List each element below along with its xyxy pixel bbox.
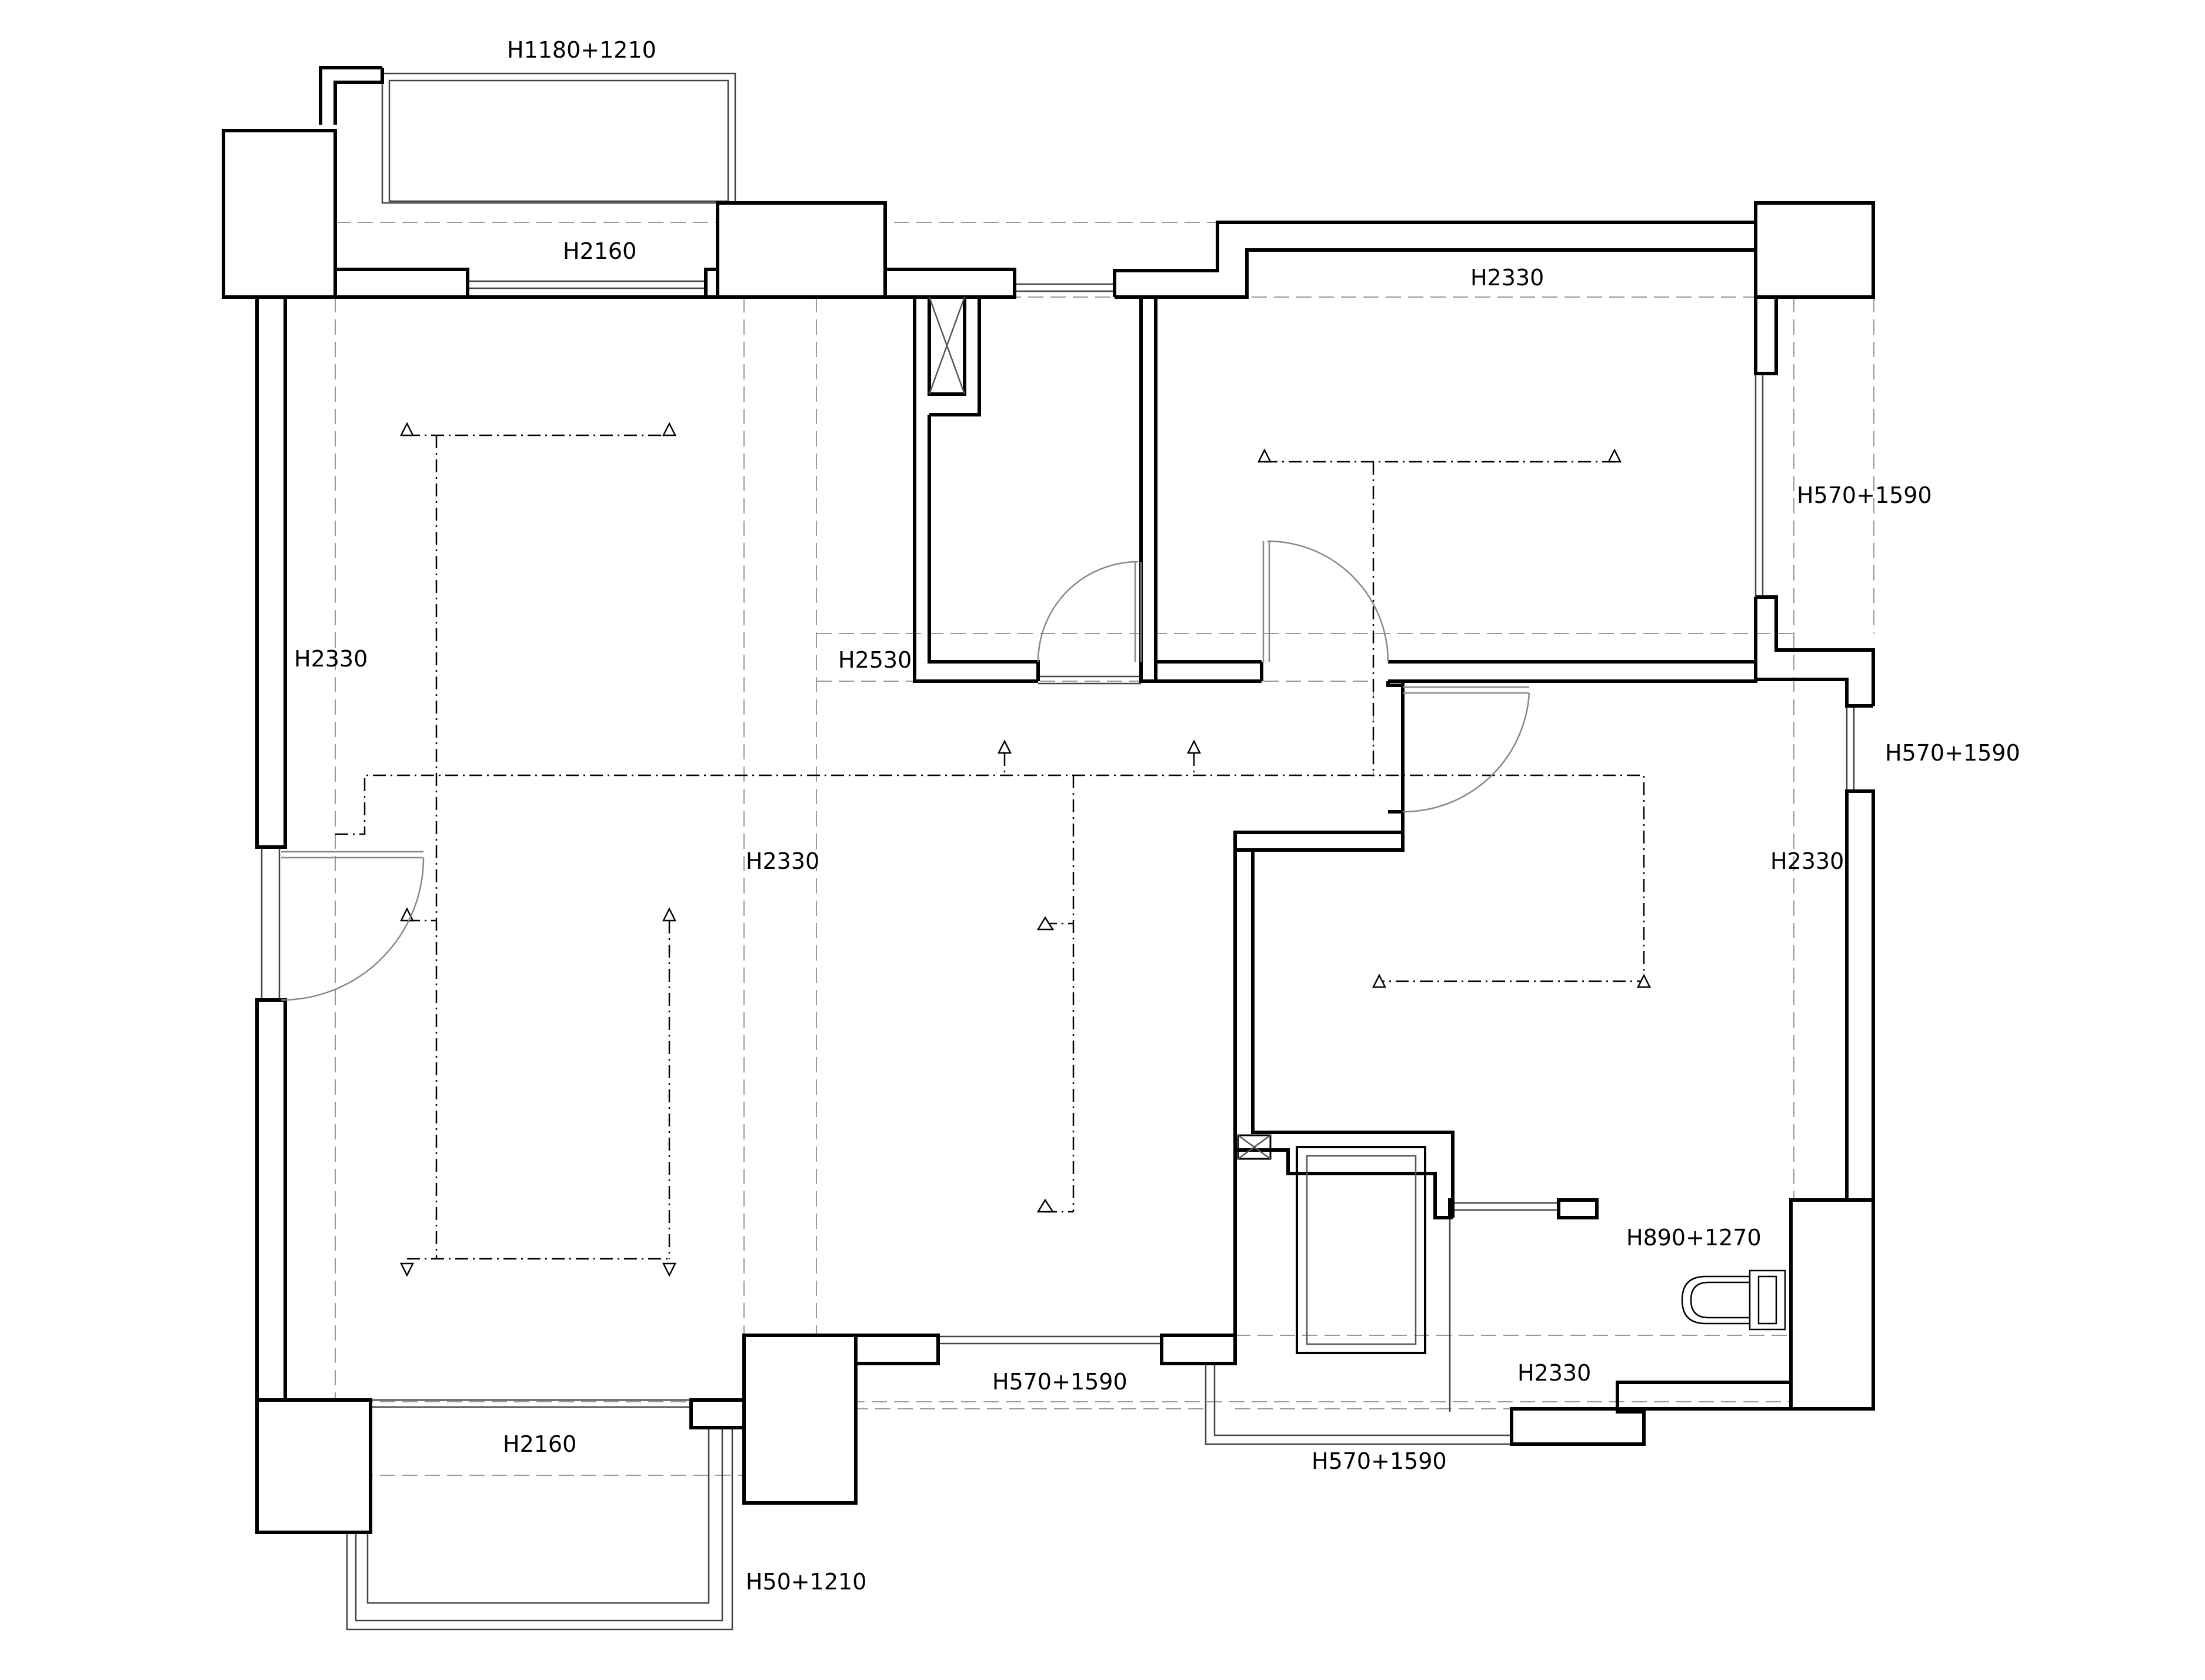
label-bedroom2-right: H2330 <box>1770 848 1844 874</box>
label-bath-bottom: H2330 <box>1517 1360 1591 1386</box>
label-bottom-balcony: H2160 <box>503 1431 576 1457</box>
walls <box>222 66 1875 1534</box>
label-corridor: H2530 <box>838 647 912 673</box>
label-bottom-window-right: H570+1590 <box>1312 1448 1447 1474</box>
door-swings <box>281 540 1530 1001</box>
label-right-middle: H570+1590 <box>1885 740 2020 766</box>
label-bottom-balcony-rail: H50+1210 <box>746 1569 866 1595</box>
label-top-window-left: H2160 <box>563 238 636 264</box>
toilet-icon <box>1681 1269 1786 1331</box>
label-bottom-window-middle: H570+1590 <box>992 1369 1127 1395</box>
windows <box>261 72 1855 1631</box>
label-living-center: H2330 <box>746 848 819 874</box>
ceiling-markers <box>399 422 1652 1277</box>
ceiling-outlines <box>335 434 1645 1260</box>
reference-grid-lines <box>335 222 1874 1476</box>
label-top-balcony: H1180+1210 <box>507 37 656 63</box>
label-right-upper: H570+1590 <box>1797 482 1932 508</box>
label-bath-window: H890+1270 <box>1626 1225 1762 1251</box>
dimension-labels: H1180+1210 H2160 H2330 H570+1590 H2330 H… <box>294 37 2020 1595</box>
fixtures <box>1237 1134 1786 1354</box>
label-left-wall: H2330 <box>294 646 368 672</box>
label-top-bedroom: H2330 <box>1470 265 1544 291</box>
